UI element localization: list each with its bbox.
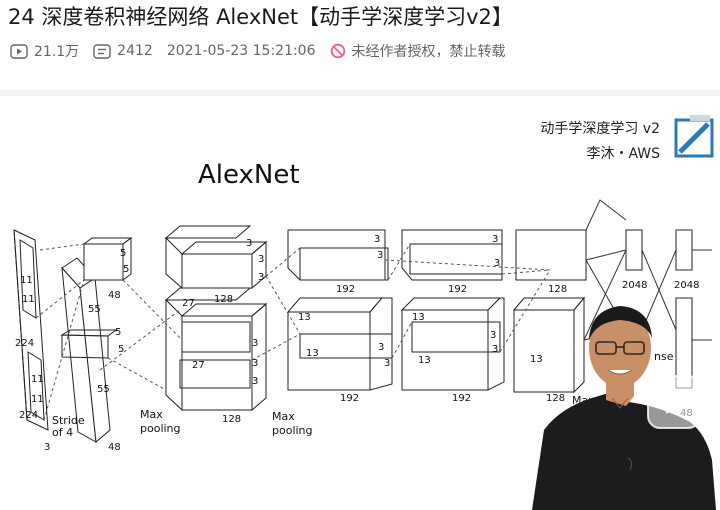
diagram-label: pooling [140, 422, 181, 435]
view-count: 21.1万 [10, 41, 79, 61]
diagram-label: 3 [378, 342, 384, 353]
diagram-label: 3 [44, 442, 50, 453]
diagram-label: 5 [123, 264, 129, 275]
course-author: 李沐・AWS [586, 146, 660, 162]
diagram-label: 192 [340, 393, 359, 404]
play-icon [666, 390, 688, 414]
diagram-label: 3 [252, 358, 258, 369]
diagram-label: 3 [377, 250, 383, 261]
diagram-label: 11 [20, 275, 33, 286]
diagram-label: 3 [384, 358, 390, 369]
danmaku-icon [93, 43, 111, 59]
diagram-label: 192 [448, 284, 467, 295]
diagram-label: 224 [15, 338, 34, 349]
diagram-label: 5 [118, 344, 124, 355]
diagram-label: 128 [222, 414, 241, 425]
diagram-label: pooling [272, 424, 313, 437]
diagram-label: 192 [452, 393, 471, 404]
diagram-label: 3 [492, 344, 498, 355]
play-count-icon [10, 43, 28, 59]
diagram-label: 55 [97, 384, 110, 395]
diagram-label: 55 [88, 304, 101, 315]
diagram-label: 2048 [622, 280, 647, 291]
diagram-label: 3 [490, 330, 496, 341]
diagram-label: 27 [192, 360, 205, 371]
diagram-label: 5 [120, 248, 126, 259]
diagram-label: of 4 [52, 426, 73, 439]
diagram-label: 128 [546, 393, 565, 404]
diagram-label: 3 [258, 254, 264, 265]
diagram-label: 2048 [674, 280, 699, 291]
lecture-slide: AlexNet 动手学深度学习 v2 李沐・AWS [0, 96, 720, 510]
copyright-notice-text: 未经作者授权，禁止转载 [351, 44, 506, 60]
diagram-label: 224 [19, 410, 38, 421]
diagram-label: 27 [182, 298, 195, 309]
prohibited-icon [330, 43, 345, 59]
diagram-label: 3 [492, 234, 498, 245]
diagram-label: 13 [306, 348, 319, 359]
diagram-label: 3 [246, 238, 252, 249]
alexnet-diagram [13, 199, 712, 444]
diagram-label: 192 [336, 284, 355, 295]
play-button[interactable] [647, 375, 701, 429]
diagram-label: Max [272, 410, 295, 423]
slide-heading: AlexNet [198, 160, 300, 190]
diagram-label: 13 [298, 312, 311, 323]
diagram-label: Max [140, 408, 163, 421]
diagram-label: 48 [108, 290, 121, 301]
diagram-label: 11 [31, 374, 44, 385]
diagram-label: 3 [252, 376, 258, 387]
diagram-label: Stride [52, 414, 85, 427]
view-count-text: 21.1万 [34, 44, 80, 60]
copyright-notice: 未经作者授权，禁止转载 [330, 41, 506, 61]
video-meta-bar: 21.1万 2412 2021-05-23 15:21:06 未经作者授权，禁止… [10, 40, 520, 62]
publish-datetime: 2021-05-23 15:21:06 [166, 43, 316, 59]
video-player[interactable]: AlexNet 动手学深度学习 v2 李沐・AWS [0, 90, 720, 510]
diagram-label: 3 [258, 272, 264, 283]
video-title: 24 深度卷积神经网络 AlexNet【动手学深度学习v2】 [8, 5, 513, 29]
course-name: 动手学深度学习 v2 [540, 121, 660, 137]
diagram-label: 128 [548, 284, 567, 295]
diagram-label: 13 [530, 354, 543, 365]
danmaku-count-text: 2412 [117, 43, 153, 59]
diagram-label: 3 [374, 234, 380, 245]
diagram-label: 48 [108, 442, 121, 453]
diagram-label: 3 [494, 258, 500, 269]
diagram-label: 5 [115, 327, 121, 338]
diagram-label: 13 [412, 312, 425, 323]
diagram-label: 3 [252, 338, 258, 349]
diagram-label: 128 [214, 294, 233, 305]
diagram-label: nse [654, 350, 674, 363]
diagram-label: 11 [22, 294, 35, 305]
diagram-label: 13 [418, 355, 431, 366]
course-logo-icon [674, 115, 714, 158]
danmaku-count: 2412 [93, 43, 153, 59]
diagram-label: 11 [31, 394, 44, 405]
